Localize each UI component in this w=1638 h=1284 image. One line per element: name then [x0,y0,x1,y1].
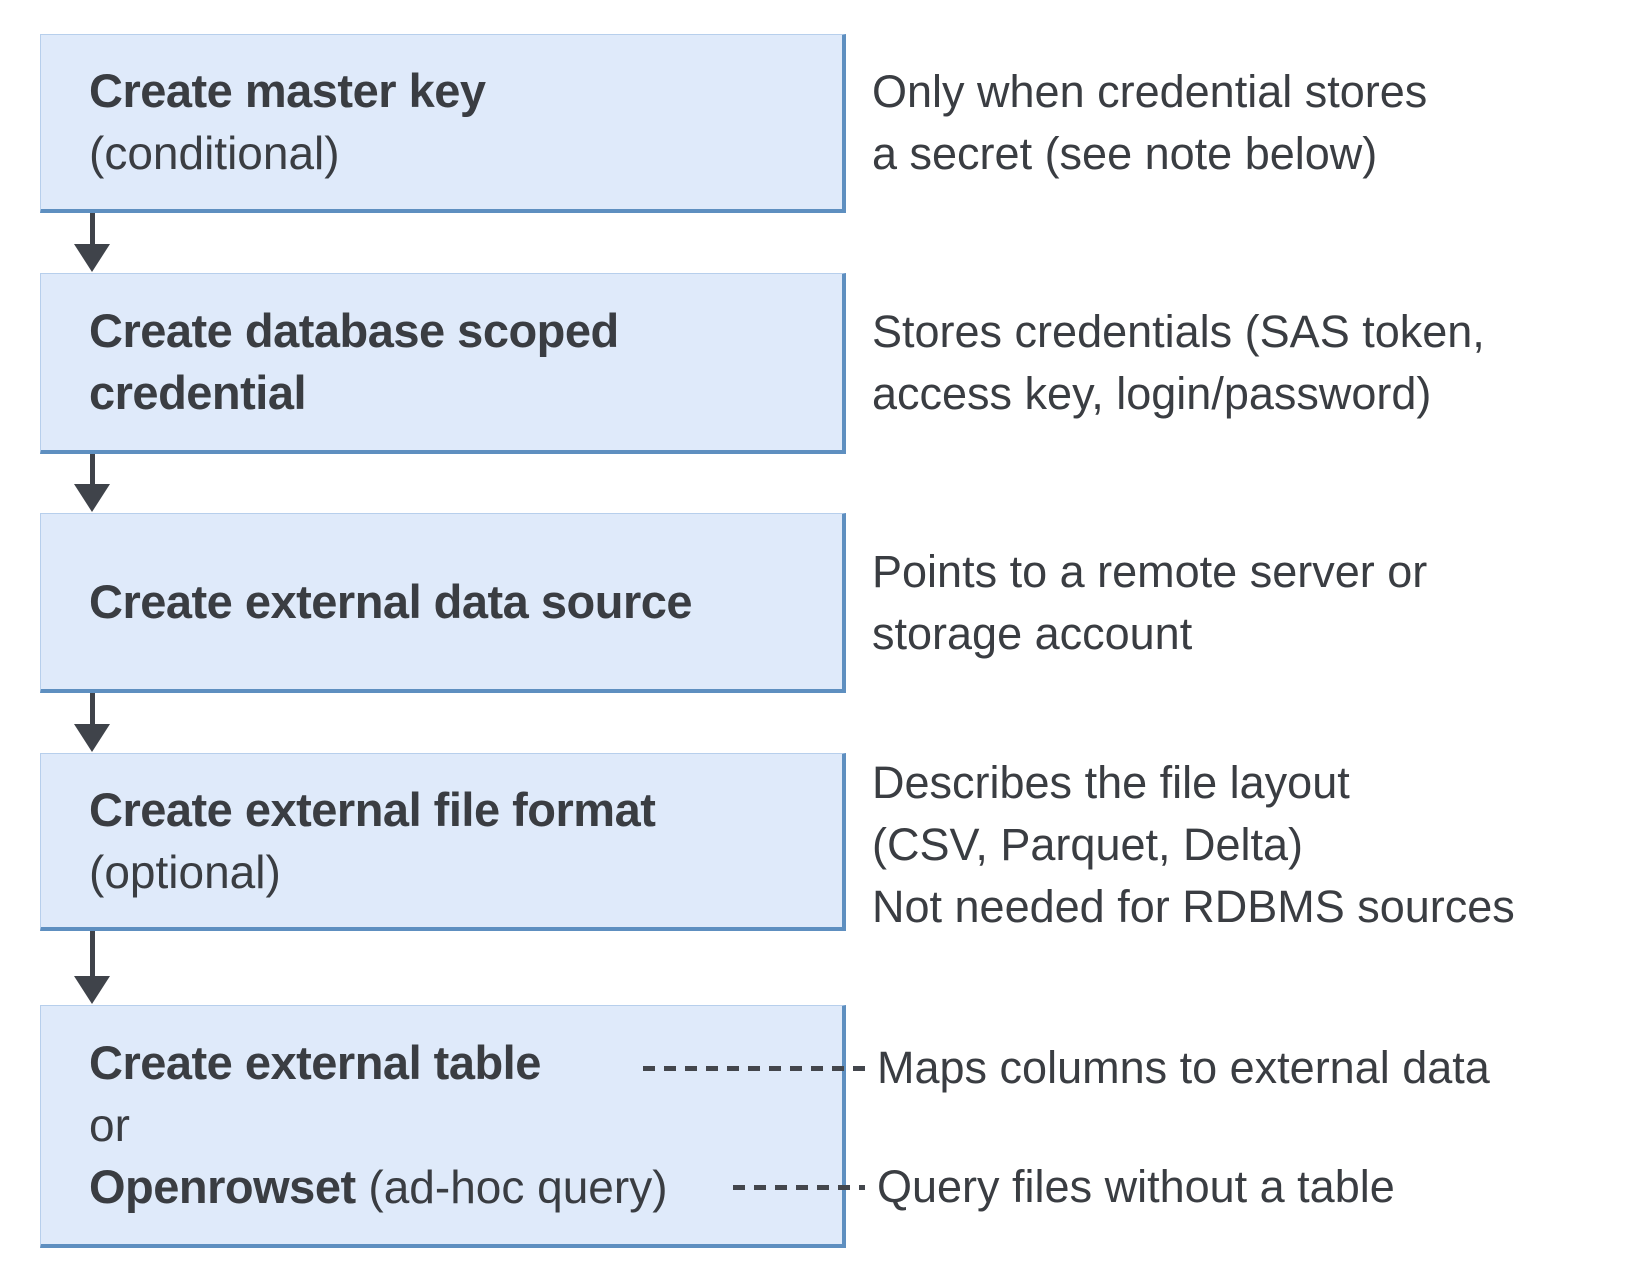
note-external-table: Maps columns to external data [877,1042,1490,1093]
step-box-create-external-data-source: Create external data source [40,513,846,693]
note-openrowset: Query files without a table [877,1161,1395,1212]
arrow-stem [89,931,95,976]
step-title: Create external table [89,1036,541,1089]
down-arrow-icon [74,693,110,752]
step-title-suffix: (ad-hoc query) [355,1161,668,1213]
arrow-stem [89,213,95,244]
step-box-create-external-file-format: Create external file format (optional) [40,753,846,931]
step-box-create-master-key: Create master key (conditional) [40,34,846,213]
note-external-data-source: Points to a remote server or storage acc… [872,546,1428,659]
down-arrow-icon [74,454,110,512]
dashed-connector-openrowset [733,1185,865,1190]
step-box-create-database-scoped-credential: Create database scoped credential [40,273,846,454]
note-master-key: Only when credential stores a secret (se… [872,66,1428,179]
step-line-create-external-table: Create external table [89,1032,772,1094]
arrow-head [74,724,110,752]
step-line-openrowset: Openrowset (ad-hoc query) [89,1156,772,1218]
arrow-head [74,976,110,1004]
arrow-stem [89,454,95,484]
note-external-file-format: Describes the file layout (CSV, Parquet,… [872,757,1515,932]
down-arrow-icon [74,213,110,272]
step-box-create-external-table-or-openrowset: Create external table or Openrowset (ad-… [40,1005,846,1248]
step-title: Create master key [89,64,486,117]
step-subtitle: (conditional) [89,127,340,179]
step-title: Openrowset [89,1160,356,1213]
step-title: Create database scoped credential [89,304,619,419]
arrow-head [74,244,110,272]
note-database-scoped-credential: Stores credentials (SAS token, access ke… [872,306,1485,419]
dashed-connector-external-table [643,1066,865,1071]
step-subtitle: (optional) [89,845,281,898]
step-line-or: or [89,1099,130,1151]
down-arrow-icon [74,931,110,1004]
arrow-head [74,484,110,512]
arrow-stem [89,693,95,724]
step-title: Create external file format [89,782,656,836]
step-title: Create external data source [89,574,693,628]
